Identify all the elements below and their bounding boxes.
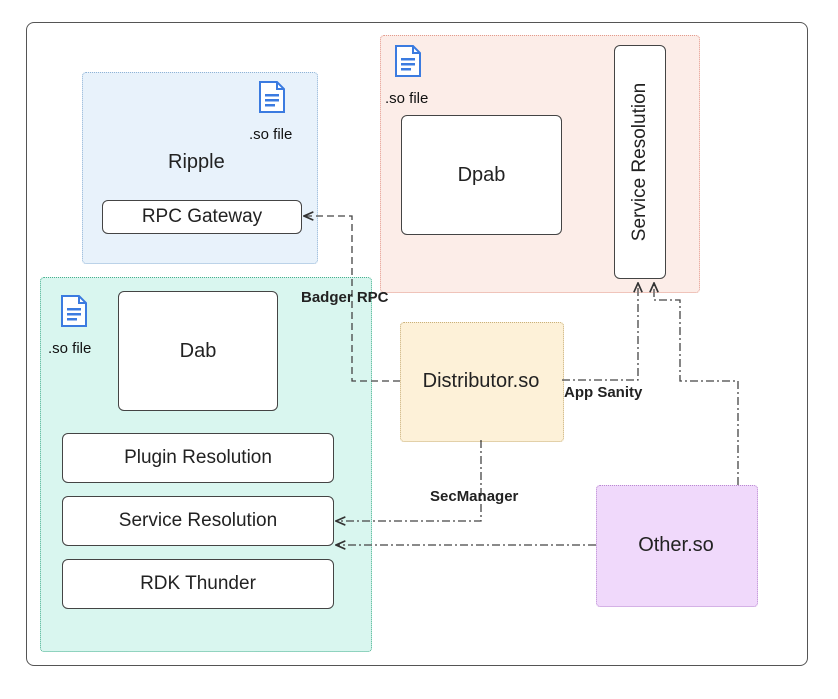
file-icon — [259, 81, 285, 113]
other-label: Other.so — [638, 534, 714, 556]
other-group — [596, 485, 758, 607]
secmanager-edge — [336, 440, 482, 521]
dab-service-resolution-box: Service Resolution — [62, 496, 334, 546]
dpab-service-resolution-box: Service Resolution — [614, 45, 666, 279]
other-to-dpab-edge — [654, 283, 739, 485]
plugin-resolution-box: Plugin Resolution — [62, 433, 334, 483]
secmanager-label: SecManager — [430, 488, 519, 505]
dab-so-file-label: .so file — [48, 340, 92, 357]
badger-rpc-label: Badger RPC — [301, 289, 389, 306]
rpc-gateway-box: RPC Gateway — [102, 200, 302, 234]
distributor-group — [400, 322, 564, 442]
rdk-thunder-box: RDK Thunder — [62, 559, 334, 609]
ripple-so-file-label: .so file — [249, 126, 293, 143]
file-icon — [61, 295, 87, 327]
app-sanity-edge — [562, 283, 638, 381]
dpab-so-file-label: .so file — [385, 90, 429, 107]
distributor-label: Distributor.so — [422, 370, 540, 392]
app-sanity-label: App Sanity — [564, 384, 643, 401]
badger-rpc-edge — [304, 216, 400, 382]
file-icon — [395, 45, 421, 77]
dab-box: Dab — [118, 291, 278, 411]
dpab-box: Dpab — [401, 115, 562, 235]
ripple-title: Ripple — [168, 151, 225, 173]
